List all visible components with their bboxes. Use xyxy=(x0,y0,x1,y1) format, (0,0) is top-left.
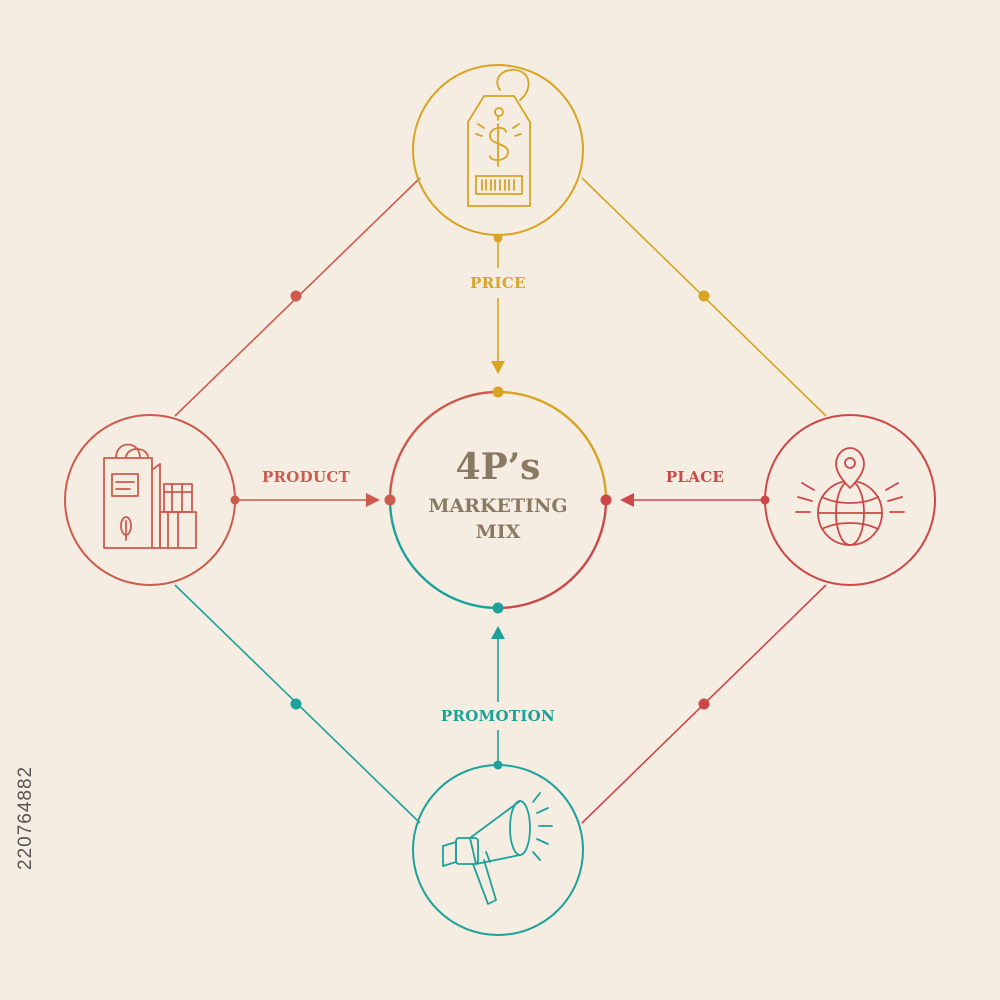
price-node: PRICE xyxy=(412,64,584,374)
promotion-label: PROMOTION xyxy=(441,707,555,725)
center-node-dot xyxy=(492,386,504,398)
product-arrow-head xyxy=(366,493,380,507)
connector-dot xyxy=(290,290,302,302)
product-label: PRODUCT xyxy=(262,468,351,486)
promotion-circle xyxy=(412,764,584,936)
connector-dot xyxy=(290,698,302,710)
place-label: PLACE xyxy=(666,468,724,486)
promotion-arrow-head xyxy=(491,626,505,639)
price-arrow-head xyxy=(491,361,505,374)
place-node: PLACE xyxy=(620,414,936,586)
product-circle xyxy=(64,414,236,586)
center-title-main: 4P’s xyxy=(456,446,541,488)
center-title-line2: MIX xyxy=(476,521,521,543)
product-node: PRODUCT xyxy=(64,414,380,586)
place-circle xyxy=(764,414,936,586)
center-title-line1: MARKETING xyxy=(428,495,567,517)
connector-dot xyxy=(698,290,710,302)
center-node-dot xyxy=(384,494,396,506)
connector-dot xyxy=(698,698,710,710)
price-tag-dollar-icon xyxy=(467,68,531,207)
place-arrow-head xyxy=(620,493,634,507)
shopping-bag-boxes-icon xyxy=(103,443,197,549)
center-circle xyxy=(388,390,608,610)
megaphone-icon xyxy=(442,792,553,905)
globe-location-pin-icon xyxy=(795,447,905,546)
center-node-dot xyxy=(492,602,504,614)
promotion-node: PROMOTION xyxy=(412,626,584,936)
center-node-dot xyxy=(600,494,612,506)
price-label: PRICE xyxy=(470,274,526,292)
stock-id-watermark: 220764882 xyxy=(15,766,36,870)
